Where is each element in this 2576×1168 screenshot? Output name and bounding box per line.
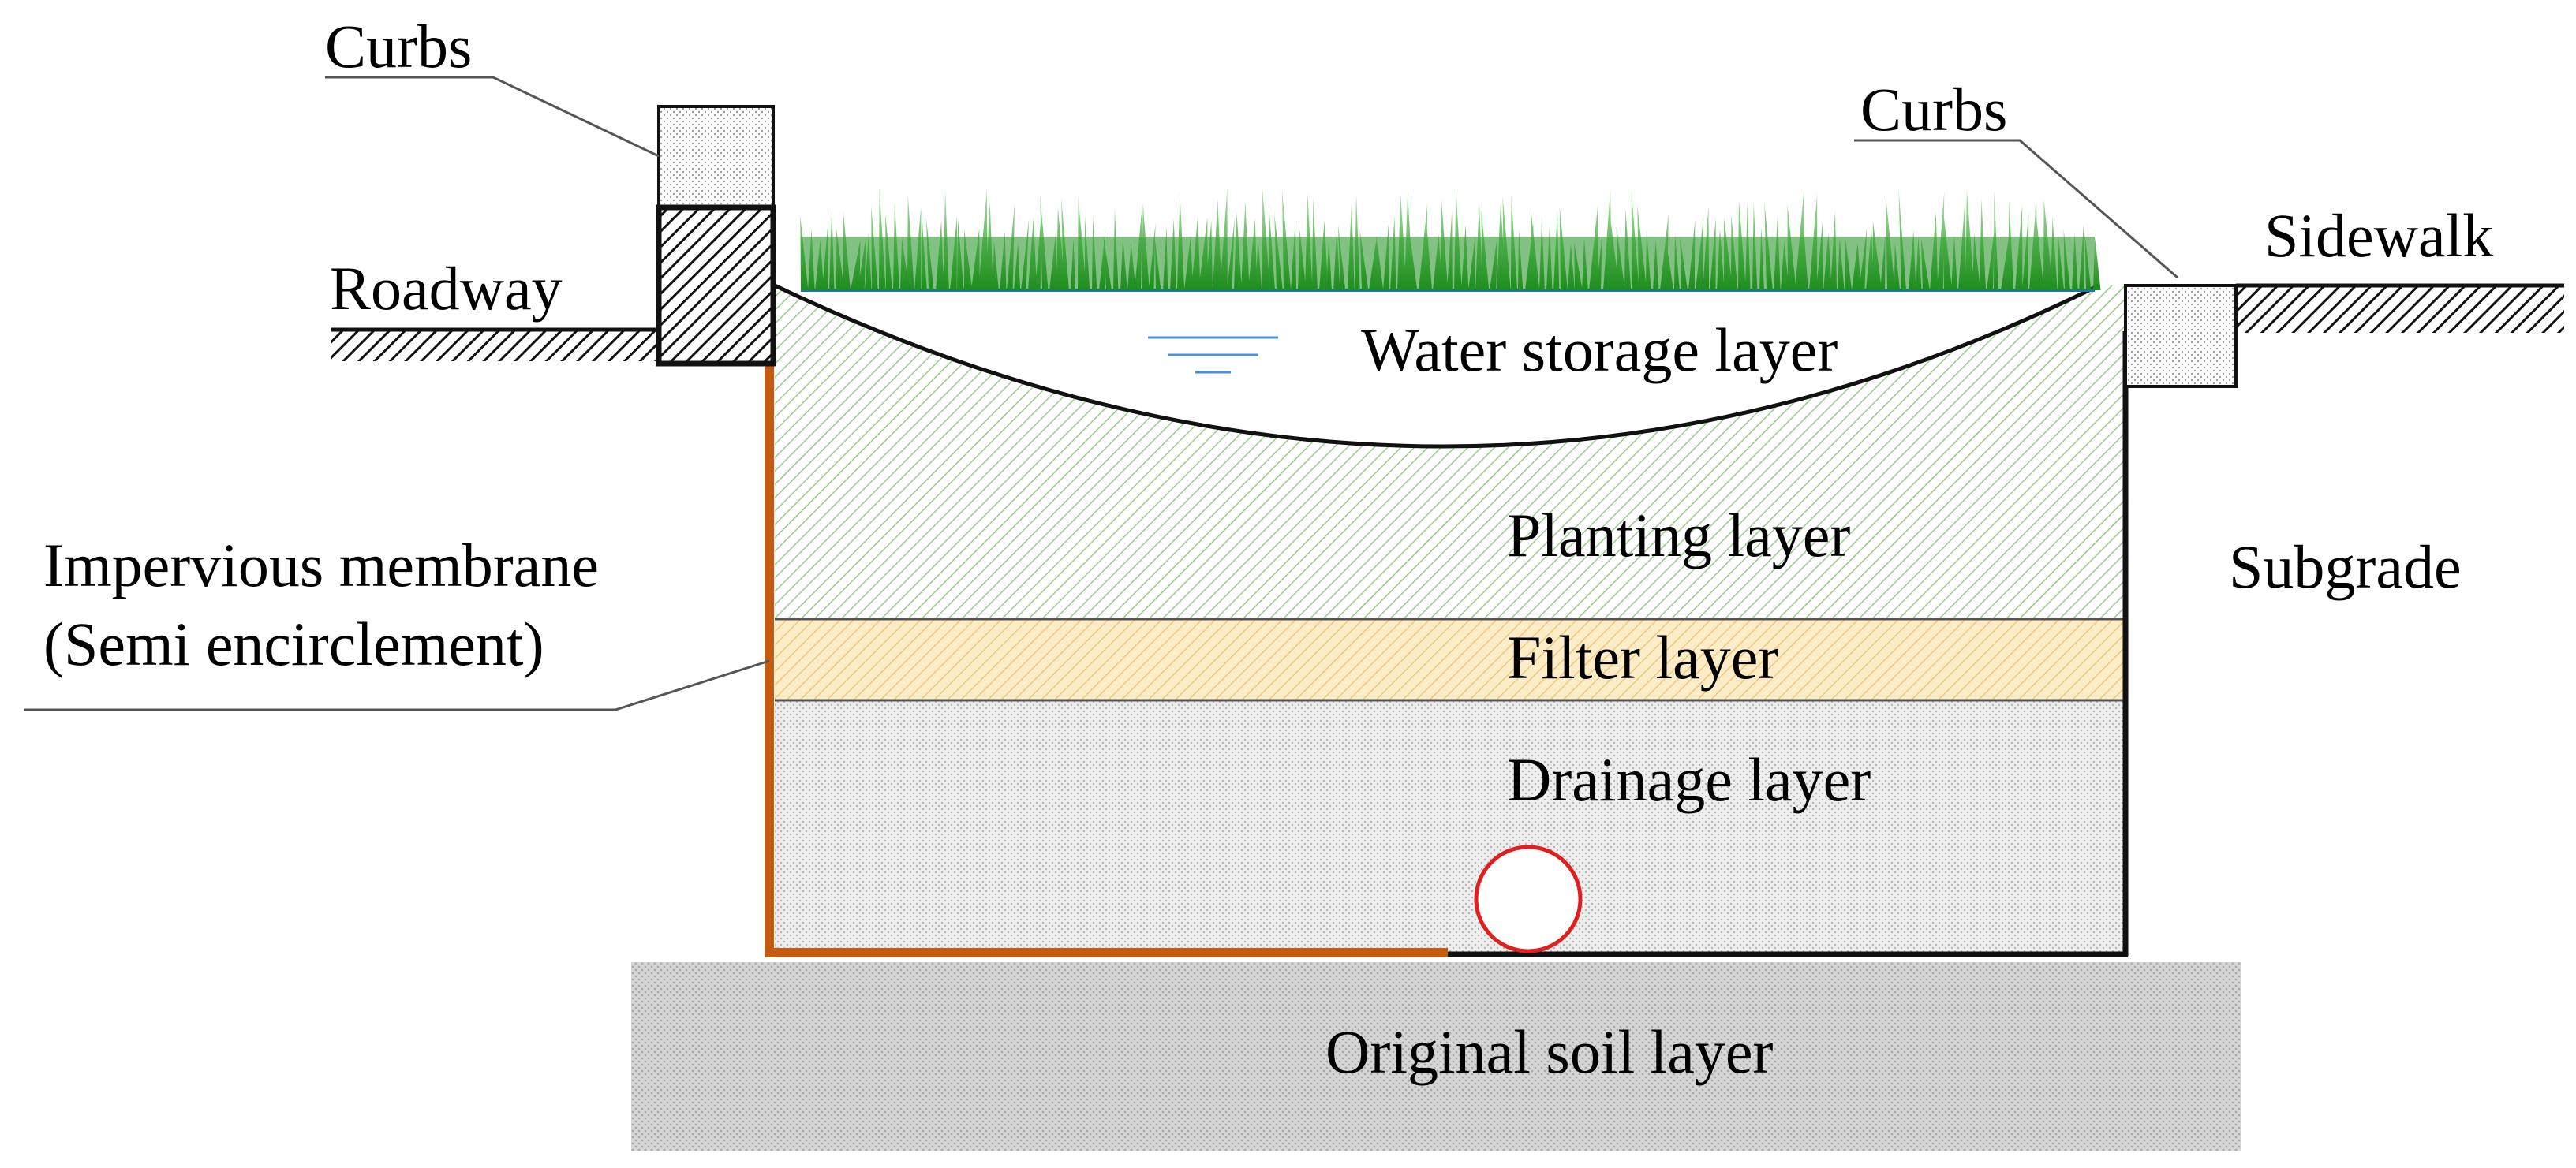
right-curb bbox=[2124, 284, 2238, 388]
right-wall bbox=[1444, 331, 2129, 957]
drain-pipe-icon bbox=[1474, 845, 1583, 953]
filter-layer bbox=[775, 619, 2125, 700]
water-storage-layer-label: Water storage layer bbox=[1361, 315, 1838, 384]
water-storage-boundary-curve bbox=[773, 283, 2100, 449]
grass-icon bbox=[800, 188, 2101, 290]
left-curb bbox=[656, 105, 776, 367]
curbs-label-right: Curbs bbox=[1860, 75, 2007, 144]
filter-layer-label: Filter layer bbox=[1507, 623, 1778, 692]
planting-layer bbox=[775, 285, 2125, 619]
water-level-icon bbox=[1148, 336, 1278, 374]
leader-lines bbox=[24, 76, 2178, 711]
roadway-label: Roadway bbox=[330, 254, 563, 323]
sidewalk-ground bbox=[2236, 283, 2564, 333]
curbs-label-left: Curbs bbox=[325, 12, 472, 80]
impervious-membrane-label: Impervious membrane bbox=[43, 531, 599, 599]
roadway-ground bbox=[331, 327, 659, 361]
planting-layer-label: Planting layer bbox=[1507, 501, 1850, 569]
subgrade-label: Subgrade bbox=[2229, 532, 2462, 601]
drainage-layer bbox=[775, 700, 2125, 954]
original-soil-layer bbox=[631, 962, 2241, 1151]
sidewalk-label: Sidewalk bbox=[2264, 201, 2493, 270]
original-soil-layer-label: Original soil layer bbox=[1325, 1017, 1774, 1086]
impervious-membrane-line bbox=[765, 282, 1448, 957]
semi-encirclement-label: (Semi encirclement) bbox=[43, 610, 544, 678]
drainage-layer-label: Drainage layer bbox=[1507, 745, 1871, 814]
